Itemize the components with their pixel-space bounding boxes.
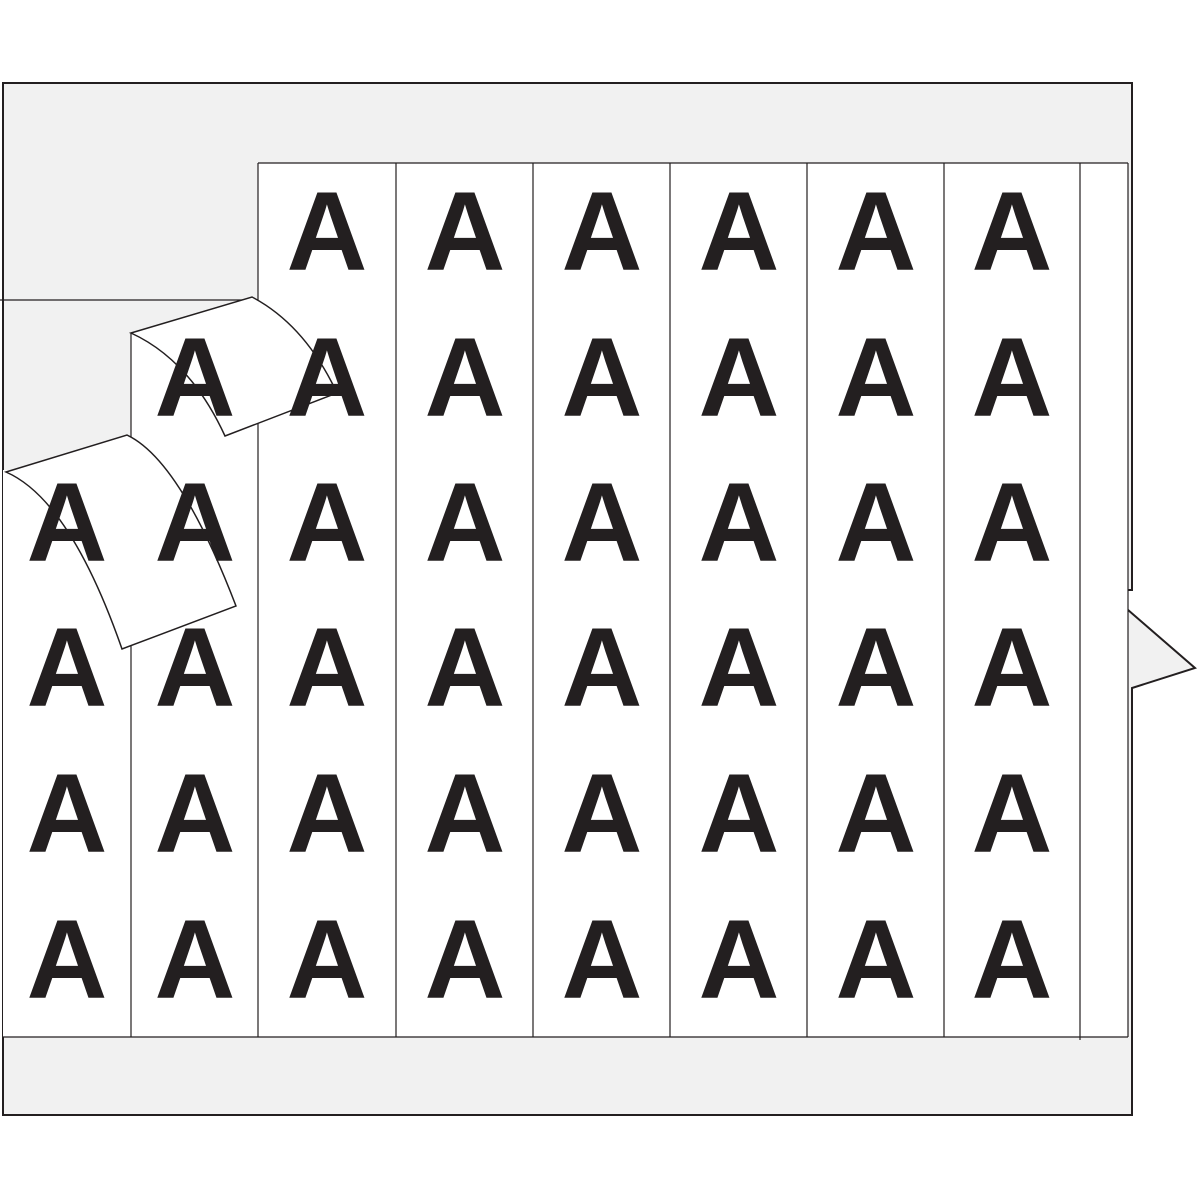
label-character: A	[562, 605, 643, 730]
label-character: A	[27, 751, 108, 876]
label-character: A	[287, 897, 368, 1022]
label-character: A	[425, 605, 506, 730]
label-character: A	[27, 605, 108, 730]
label-character: A	[972, 605, 1053, 730]
label-character: A	[287, 315, 368, 440]
label-character: A	[155, 751, 236, 876]
label-character: A	[836, 315, 917, 440]
label-characters: AAAAAAAAAAAAAAAAAAAAAAAAAAAAAAAAAAAAAAAA…	[27, 169, 1053, 1022]
label-character: A	[155, 315, 236, 440]
label-character: A	[562, 169, 643, 294]
label-character: A	[287, 460, 368, 585]
grid-lines	[0, 162, 1129, 1040]
label-character: A	[972, 169, 1053, 294]
label-character: A	[155, 897, 236, 1022]
label-character: A	[836, 605, 917, 730]
label-character: A	[287, 605, 368, 730]
label-character: A	[699, 751, 780, 876]
label-character: A	[972, 751, 1053, 876]
label-character: A	[699, 460, 780, 585]
label-character: A	[836, 169, 917, 294]
label-character: A	[972, 897, 1053, 1022]
label-character: A	[425, 460, 506, 585]
label-strip-area-second	[131, 333, 258, 1037]
label-character: A	[972, 315, 1053, 440]
label-character: A	[287, 751, 368, 876]
label-character: A	[287, 169, 368, 294]
label-character: A	[699, 897, 780, 1022]
label-character: A	[27, 460, 108, 585]
label-character: A	[562, 751, 643, 876]
label-character: A	[425, 897, 506, 1022]
label-character: A	[836, 460, 917, 585]
label-character: A	[836, 751, 917, 876]
label-character: A	[425, 315, 506, 440]
peeled-label-flap	[128, 296, 339, 437]
label-character: A	[836, 897, 917, 1022]
label-character: A	[425, 751, 506, 876]
peeled-label-flap	[3, 434, 237, 650]
label-character: A	[562, 460, 643, 585]
label-character: A	[562, 315, 643, 440]
label-character: A	[699, 605, 780, 730]
label-character: A	[27, 897, 108, 1022]
label-character: A	[699, 315, 780, 440]
label-area	[3, 163, 1128, 1037]
label-strip-area	[258, 163, 1128, 1037]
label-character: A	[155, 460, 236, 585]
label-character: A	[425, 169, 506, 294]
label-character: A	[972, 460, 1053, 585]
label-character: A	[699, 169, 780, 294]
label-character: A	[562, 897, 643, 1022]
label-character: A	[155, 605, 236, 730]
